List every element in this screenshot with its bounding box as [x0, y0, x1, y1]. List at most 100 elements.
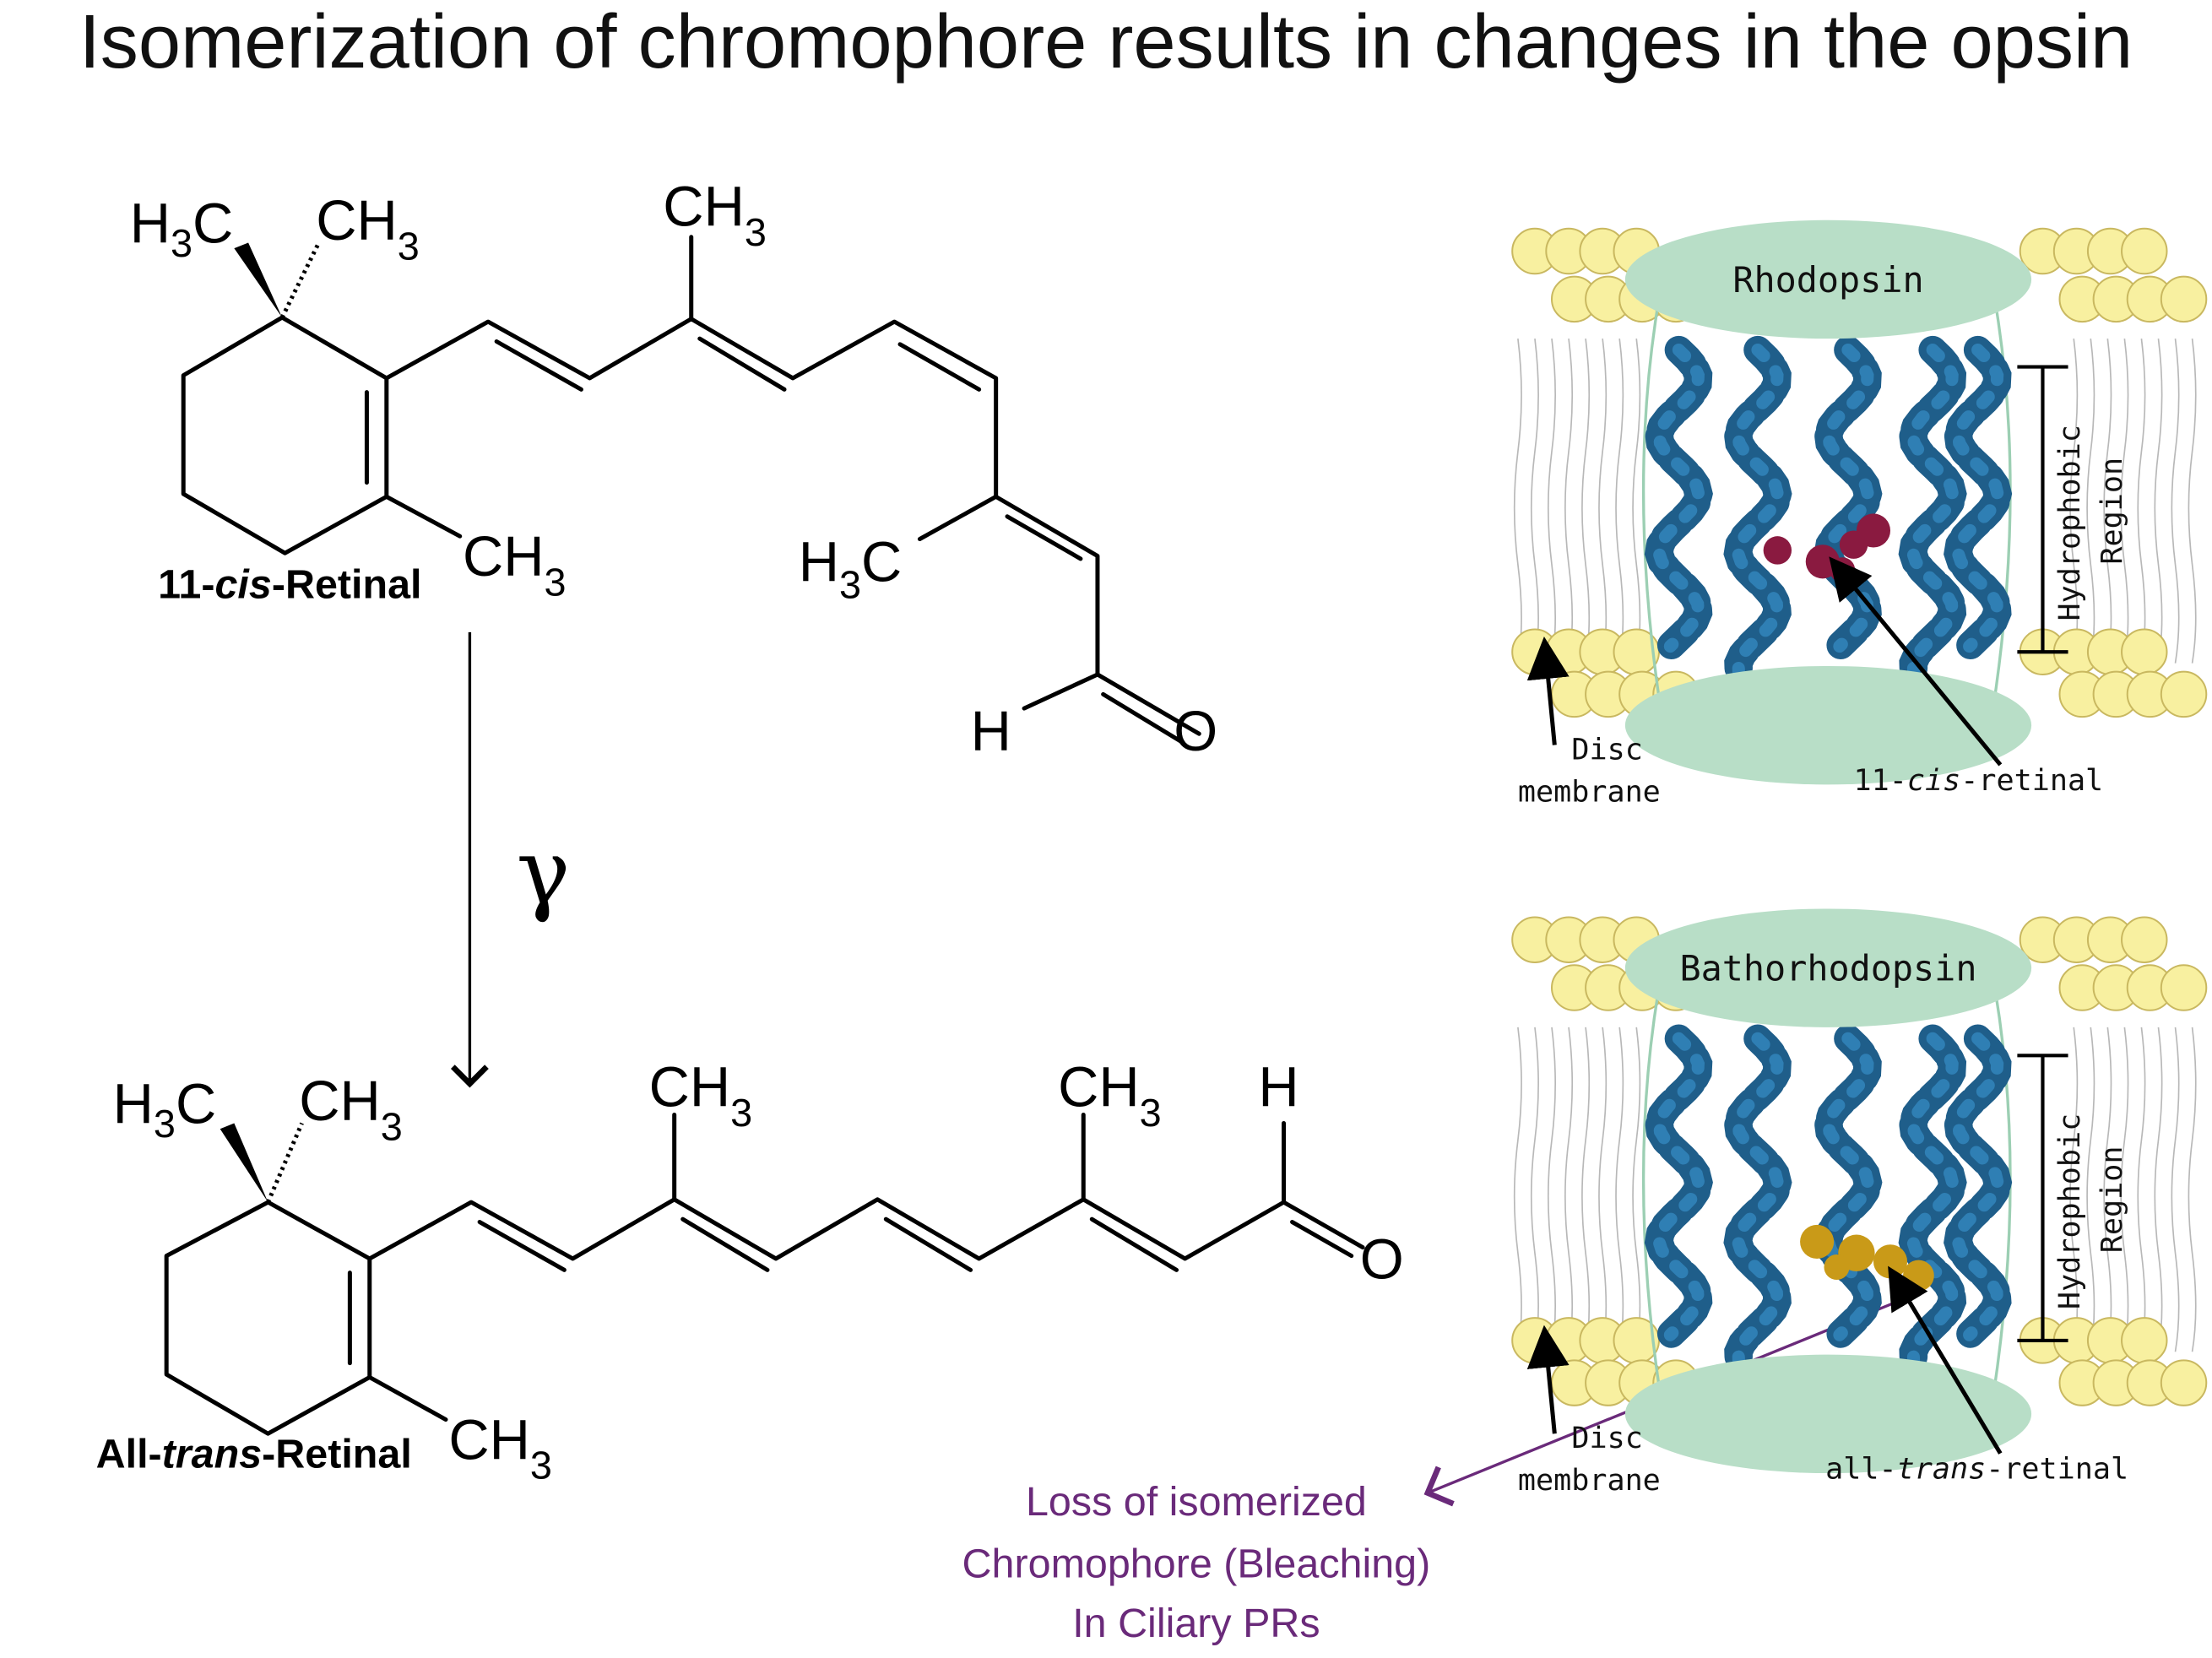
cis-double-3	[897, 342, 982, 392]
cis-atom-o: O	[1174, 700, 1217, 763]
chromophore-arrow	[1888, 1265, 2003, 1455]
cis-ring-methyl-bond	[384, 494, 463, 539]
cis-atom-h3c-2: H3C	[799, 531, 903, 607]
helix-highlight	[1652, 344, 1705, 653]
membrane-arrow	[1526, 636, 1570, 745]
cis-polyene-chain	[384, 317, 1201, 736]
cis-ring	[181, 315, 389, 555]
helix-highlight	[1731, 344, 1785, 679]
protein-name: Rhodopsin	[1732, 259, 1923, 301]
annotation-line-3: In Ciliary PRs	[1072, 1601, 1320, 1646]
membrane-arrow	[1526, 1325, 1570, 1434]
helix-highlight	[1906, 1032, 1960, 1367]
lipid-tail	[2103, 1027, 2112, 1352]
helix-highlight	[1951, 344, 2004, 653]
region-label-1: Hydrophobic	[2052, 1113, 2087, 1309]
lipid-tail	[1513, 339, 1522, 664]
trans-double-4	[1089, 1216, 1179, 1272]
trans-polyene-chain	[367, 1197, 1365, 1261]
trans-atom-h: H	[1258, 1055, 1298, 1119]
lipid-tail	[2103, 339, 2112, 664]
lipid-tail	[1632, 1027, 1641, 1352]
trans-double-3	[883, 1216, 973, 1272]
membrane-label-2: membrane	[1518, 774, 1661, 809]
lipid-tail	[1632, 339, 1641, 664]
trans-retinal-structure: H3C CH3 CH3 CH3 CH3 H O All-trans-Retina…	[96, 1055, 1404, 1487]
cis-wedge-bond	[234, 242, 283, 318]
trans-atom-h3c: H3C	[113, 1073, 217, 1146]
cis-atom-h3c-1: H3C	[130, 192, 234, 265]
lipid-head	[2160, 1359, 2208, 1406]
trans-atom-ch3-1: CH3	[299, 1070, 403, 1148]
trans-double-2	[680, 1216, 770, 1272]
lipid-tail	[2120, 339, 2129, 664]
lipid-tails	[1513, 1027, 2197, 1352]
trans-double-1	[477, 1220, 567, 1272]
lipid-tail	[1530, 1027, 1539, 1352]
bleaching-annotation: Loss of isomerized Chromophore (Bleachin…	[962, 1299, 1900, 1646]
helix-highlight	[1951, 1032, 2004, 1341]
lipid-tail	[1564, 1027, 1574, 1352]
lipid-tail	[1615, 1027, 1624, 1352]
chromophore-arrow	[1829, 556, 2003, 767]
chromophore-atom	[1856, 513, 1891, 548]
lipid-tail	[2086, 1027, 2095, 1352]
opsin-top-ellipse	[1624, 908, 2032, 1027]
helix-highlight	[1906, 344, 1960, 679]
lipid-tail	[1513, 1027, 1522, 1352]
cis-atom-ch3-2: CH3	[663, 175, 767, 253]
lipid-tail	[2154, 339, 2163, 664]
lipid-tail	[1615, 339, 1624, 664]
trans-ring-methyl-bond	[367, 1374, 448, 1422]
trans-atom-ch3-3: CH3	[1058, 1055, 1162, 1134]
lipid-tail	[2086, 339, 2095, 664]
lipid-head	[2121, 628, 2168, 675]
cis-carbonyl-double	[1101, 691, 1185, 745]
cis-atom-ch3-3: CH3	[463, 525, 567, 604]
helix-highlight	[1821, 1032, 1875, 1341]
lipid-tail	[1581, 1027, 1591, 1352]
cis-retinal-structure: H3C CH3 CH3 CH3 H3C H O 11-cis-Retinal	[130, 175, 1217, 763]
lipid-tail	[1564, 339, 1574, 664]
membrane-label-1: Disc	[1571, 732, 1642, 767]
lipid-tail	[1547, 339, 1557, 664]
annotation-line-2: Chromophore (Bleaching)	[962, 1542, 1431, 1587]
lipid-tail	[2171, 339, 2180, 664]
trans-atom-o: O	[1360, 1227, 1404, 1291]
chromophore-blob	[1763, 513, 1891, 583]
trans-carbonyl-double	[1290, 1220, 1354, 1259]
lipid-tail	[1530, 339, 1539, 664]
chromophore-label: 11-cis-retinal	[1854, 763, 2104, 798]
lipid-tail	[1598, 1027, 1607, 1352]
opsin-bottom-ellipse	[1624, 665, 2032, 785]
annotation-line-1: Loss of isomerized	[1026, 1479, 1367, 1525]
opsin-top-ellipse	[1624, 219, 2032, 339]
lipid-head	[2160, 964, 2208, 1011]
lipid-tail	[2069, 339, 2079, 664]
helix-highlight	[1652, 1032, 1705, 1341]
trans-atom-ch3-2: CH3	[649, 1055, 753, 1134]
lipid-tail	[2154, 1027, 2163, 1352]
region-label-1: Hydrophobic	[2052, 425, 2087, 620]
lipid-tail	[2188, 339, 2197, 664]
cis-double-4	[1005, 514, 1083, 561]
chromophore-atom	[1800, 1224, 1835, 1259]
lipid-tail	[2069, 1027, 2079, 1352]
cis-double-2	[697, 336, 787, 392]
cis-atom-h: H	[971, 700, 1011, 763]
chromophore-atom	[1763, 536, 1792, 565]
reaction-symbol: γ	[517, 821, 571, 925]
cis-aldehyde-h-bond	[1022, 672, 1100, 711]
trans-hash-bond	[266, 1122, 304, 1204]
cis-retinal-label: 11-cis-Retinal	[158, 562, 421, 608]
membrane-label-2: membrane	[1518, 1463, 1661, 1498]
lipid-tail	[2171, 1027, 2180, 1352]
trans-ring	[164, 1200, 372, 1436]
cis-atom-ch3-1: CH3	[316, 189, 420, 268]
region-label-2: Region	[2095, 1146, 2129, 1254]
chromophore-label: all-trans-retinal	[1825, 1452, 2128, 1487]
